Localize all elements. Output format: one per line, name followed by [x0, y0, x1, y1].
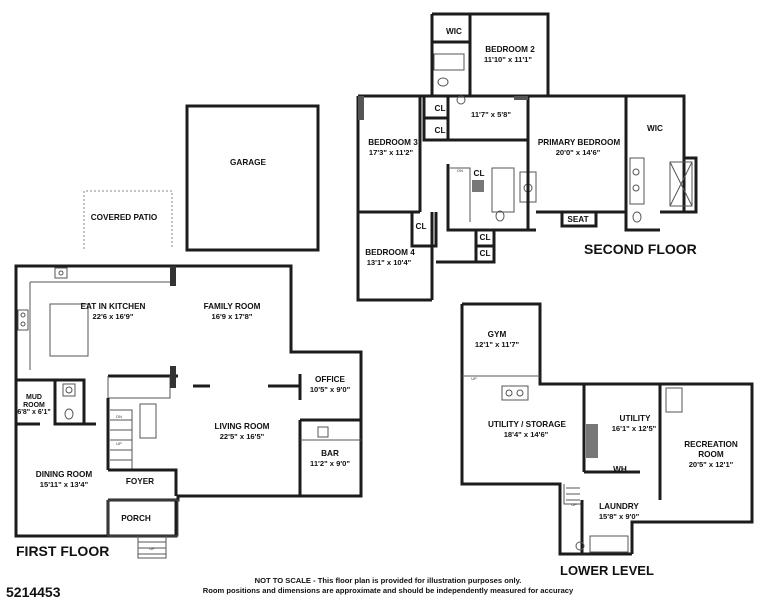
gym-stairs-up: UP	[471, 376, 477, 381]
closet-label-1: CL	[435, 104, 446, 113]
second-floor-title: SECOND FLOOR	[584, 241, 697, 257]
foyer-stairs-up: UP	[116, 441, 122, 446]
living-room-dim: 22'5" x 16'5"	[220, 432, 265, 441]
eat-in-kitchen-label: EAT IN KITCHEN	[81, 302, 146, 311]
wic-upper-label: WIC	[446, 27, 462, 36]
living-room-label: LIVING ROOM	[214, 422, 269, 431]
closet-label-5: CL	[480, 249, 491, 258]
seat-label: SEAT	[567, 215, 588, 224]
garage	[185, 104, 320, 252]
closet-label-3: CL	[416, 222, 427, 231]
foyer-label: FOYER	[126, 477, 154, 486]
water-heater-label: WH	[613, 465, 627, 474]
primary-bedroom-dim: 20'0" x 14'6"	[556, 148, 601, 157]
bedroom4-label: BEDROOM 4	[365, 248, 415, 257]
recreation-room-label-2: ROOM	[698, 450, 724, 459]
office-label: OFFICE	[315, 375, 346, 384]
utility-dim: 16'1" x 12'5"	[612, 424, 657, 433]
first-floor-walls	[14, 264, 363, 559]
mud-room-label-2: ROOM	[23, 402, 45, 409]
mud-room-label-1: MUD	[26, 394, 42, 401]
upper-stairs-dn: DN	[457, 168, 463, 173]
closet-label-4: CL	[480, 233, 491, 242]
first-floor-title: FIRST FLOOR	[16, 543, 109, 559]
family-room-dim: 16'9 x 17'8"	[212, 312, 253, 321]
primary-bedroom-label: PRIMARY BEDROOM	[538, 138, 621, 147]
eat-in-kitchen-dim: 22'6 x 16'9"	[93, 312, 134, 321]
lower-stairs-up: UP	[571, 502, 577, 507]
bedroom3-label: BEDROOM 3	[368, 138, 418, 147]
foyer-stairs-dn: DN	[116, 414, 122, 419]
wic-primary-label: WIC	[647, 124, 663, 133]
dining-room-label: DINING ROOM	[36, 470, 93, 479]
recreation-room-dim: 20'5" x 12'1"	[689, 460, 734, 469]
recreation-room-label-1: RECREATION	[684, 440, 738, 449]
bedroom4-dim: 13'1" x 10'4"	[367, 258, 412, 267]
office-dim: 10'5" x 9'0"	[310, 385, 351, 394]
porch-label: PORCH	[121, 514, 151, 523]
bedroom2-label: BEDROOM 2	[485, 45, 535, 54]
lower-level-title: LOWER LEVEL	[560, 563, 654, 578]
disclaimer-line-1: NOT TO SCALE - This floor plan is provid…	[255, 576, 522, 585]
dining-room-dim: 15'11" x 13'4"	[40, 480, 89, 489]
listing-id: 5214453	[6, 584, 61, 600]
hall-bath-dim: 11'7" x 5'8"	[471, 110, 511, 119]
bar-dim: 11'2" x 9'0"	[310, 459, 350, 468]
family-room-label: FAMILY ROOM	[204, 302, 261, 311]
mud-room-dim: 6'8" x 6'1"	[17, 409, 50, 416]
utility-storage-label: UTILITY / STORAGE	[488, 420, 566, 429]
lower-level-walls	[460, 302, 754, 556]
closet-label-6: CL	[474, 169, 485, 178]
utility-storage-dim: 18'4" x 14'6"	[504, 430, 549, 439]
bar-label: BAR	[321, 449, 339, 458]
disclaimer-line-2: Room positions and dimensions are approx…	[203, 586, 574, 595]
closet-label-2: CL	[435, 126, 446, 135]
garage-label: GARAGE	[230, 158, 266, 167]
laundry-label: LAUNDRY	[599, 502, 639, 511]
gym-dim: 12'1" x 11'7"	[475, 340, 520, 349]
bedroom2-dim: 11'10" x 11'1"	[484, 55, 532, 64]
porch-stairs-up: UP	[149, 546, 155, 551]
covered-patio	[83, 190, 173, 249]
second-floor-walls	[356, 12, 698, 302]
bedroom3-dim: 17'3" x 11'2"	[369, 148, 414, 157]
gym-label: GYM	[488, 330, 507, 339]
covered-patio-label: COVERED PATIO	[91, 213, 158, 222]
utility-label: UTILITY	[620, 414, 651, 423]
laundry-dim: 15'8" x 9'0"	[599, 512, 640, 521]
